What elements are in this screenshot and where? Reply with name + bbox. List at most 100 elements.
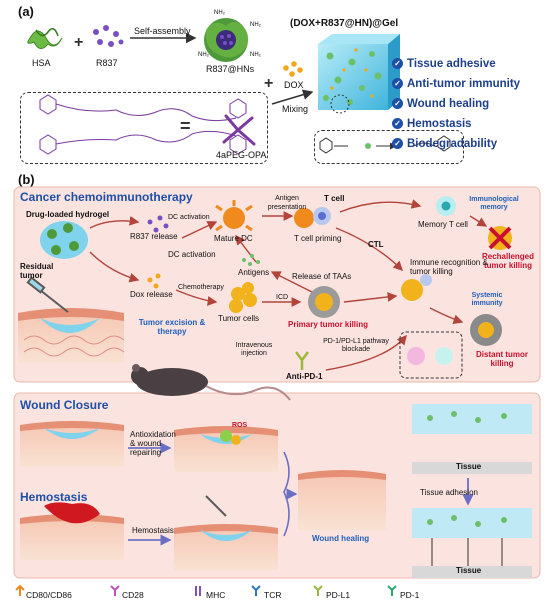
hemostasis-title: Hemostasis: [20, 490, 88, 504]
syringe-icon: [26, 276, 69, 313]
feature-biodegradability: ✓Biodegradability: [392, 138, 497, 150]
wound-panel-bg: [13, 392, 541, 579]
equals-sign: =: [180, 116, 191, 136]
t-cell-priming-icon: [294, 207, 331, 228]
t-cell-label: T cell: [324, 194, 345, 203]
dox-release-dots: [147, 273, 161, 289]
mouse-icon: [131, 364, 291, 401]
nh2-label-2: NH₂: [250, 22, 261, 28]
hydrogel-block: [318, 34, 400, 114]
panel-b-tag: (b): [18, 172, 35, 187]
legend-pd-1: PD-1: [400, 590, 420, 600]
hemostasis-arrow-label: Hemostasis: [132, 526, 174, 535]
reaction-scheme: [319, 135, 451, 154]
gel-title: (DOX+R837@HN)@Gel: [290, 18, 399, 29]
tissue-adhesion-label: Tissue adhesion: [420, 488, 478, 497]
nh2-label-3: NH₂: [198, 52, 209, 58]
cancer-panel-bg: [13, 186, 541, 383]
antioxidation-label: Antioxidation & wound repairing: [130, 430, 176, 457]
hemostasis-syringe-icon: [205, 495, 227, 517]
drug-hydrogel-label: Drug-loaded hydrogel: [26, 210, 110, 219]
feature-wound-healing: ✓Wound healing: [392, 98, 489, 110]
iv-injection-label: Intravenous injection: [235, 342, 273, 357]
systemic-immunity-label: Systemic immunity: [471, 292, 503, 307]
peg-structure-box: [20, 92, 268, 164]
icd-label: ICD: [276, 294, 289, 301]
immune-recognition-icon: [401, 274, 432, 301]
healed-skin: [298, 470, 386, 530]
reaction-box: [314, 130, 464, 164]
peg-label: 4aPEG-OPA: [216, 150, 267, 160]
hsa-protein-icon: [27, 28, 63, 49]
check-icon: ✓: [392, 78, 403, 89]
residual-tumor-label: Residual tumor: [20, 262, 54, 280]
distant-tumor-icon: [470, 314, 502, 346]
rechallenged-label: Rechallenged tumor killing: [481, 252, 534, 270]
hsa-label: HSA: [32, 58, 51, 68]
hemostasis-skin-1: [20, 502, 124, 560]
anti-pd1-label: Anti-PD-1: [286, 372, 323, 381]
r837-hns-label: R837@HNs: [206, 64, 255, 74]
r837-release-dots: [147, 215, 169, 233]
mixing-arrow: [271, 89, 314, 105]
feature-hemostasis: ✓Hemostasis: [392, 118, 472, 130]
dc-activation-label-2: DC activation: [168, 250, 216, 259]
wound-closure-title: Wound Closure: [20, 398, 109, 412]
check-icon: ✓: [392, 138, 403, 149]
legend-mhc: MHC: [206, 590, 226, 600]
antigens-label: Antigens: [238, 268, 270, 277]
panel-a-tag: (a): [18, 4, 34, 19]
dc-activation-label: DC activation: [168, 214, 210, 221]
rechallenged-tumor-icon: [488, 226, 512, 250]
adhesion-panel-2: [412, 508, 532, 578]
immune-recognition-label: Immune recognition & tumor killing: [410, 258, 488, 276]
immunological-memory-label: Immunological memory: [469, 196, 519, 211]
r837-label: R837: [96, 58, 118, 68]
memory-t-cell-label: Memory T cell: [418, 220, 468, 229]
wound-skin-1: [20, 421, 124, 467]
cancer-section-title: Cancer chemoimmunotherapy: [20, 190, 193, 204]
release-taas-label: Release of TAAs: [292, 272, 352, 281]
tumor-tissue-block: [18, 308, 125, 363]
check-icon: ✓: [392, 98, 403, 109]
primary-killing-label: Primary tumor killing: [288, 320, 369, 329]
pd1-blockade-label: PD-1/PD-L1 pathway blockade: [323, 338, 389, 353]
t-cell-priming-label: T cell priming: [294, 234, 342, 243]
r837-molecules-icon: [93, 25, 124, 47]
mixing-label: Mixing: [282, 104, 309, 114]
primary-tumor-killing-icon: [308, 286, 340, 318]
legend-cd80-cd86: CD80/CD86: [26, 590, 72, 600]
legend-icons: [15, 584, 397, 596]
four-arm-peg-icon: [222, 114, 256, 146]
legend-tcr: TCR: [264, 590, 282, 600]
dox-release-label: Dox release: [130, 290, 173, 299]
antigens-icon: [242, 254, 260, 266]
antigen-presentation-label: Antigen presentation: [267, 195, 307, 211]
r837-hns-nanoparticle-icon: [204, 18, 249, 62]
peg-opa-structure: [39, 94, 247, 155]
dox-label: DOX: [284, 80, 304, 90]
feature-tissue-adhesive: ✓Tissue adhesive: [392, 58, 496, 70]
legend-pd-l1: PD-L1: [326, 590, 351, 600]
adhesion-panel-1: [412, 404, 532, 474]
wound-healing-label: Wound healing: [312, 534, 370, 543]
r837-release-label: R837 release: [130, 232, 178, 241]
wound-skin-2: [174, 426, 278, 472]
ctl-label: CTL: [368, 240, 384, 249]
legend-cd28: CD28: [122, 590, 144, 600]
memory-t-cell-icon: [436, 196, 456, 216]
anti-pd1-icon: [295, 351, 309, 370]
tumor-excision-label: Tumor excision & therapy: [138, 318, 206, 336]
check-icon: ✓: [392, 118, 403, 129]
nh2-label-4: NH₂: [250, 52, 261, 58]
distant-killing-label: Distant tumor killing: [476, 350, 528, 368]
dox-molecules-icon: [283, 61, 303, 77]
tissue-label-1: Tissue: [456, 462, 482, 471]
tissue-label-2: Tissue: [456, 566, 482, 575]
immune-synapse-inset: [399, 331, 463, 379]
feature-anti-tumor-immunity: ✓Anti-tumor immunity: [392, 78, 520, 90]
drug-loaded-hydrogel-icon: [40, 221, 88, 259]
self-assembly-label: Self-assembly: [134, 26, 191, 36]
nh2-label-1: NH₂: [214, 10, 225, 16]
mature-dc-label: Mature DC: [214, 234, 253, 243]
